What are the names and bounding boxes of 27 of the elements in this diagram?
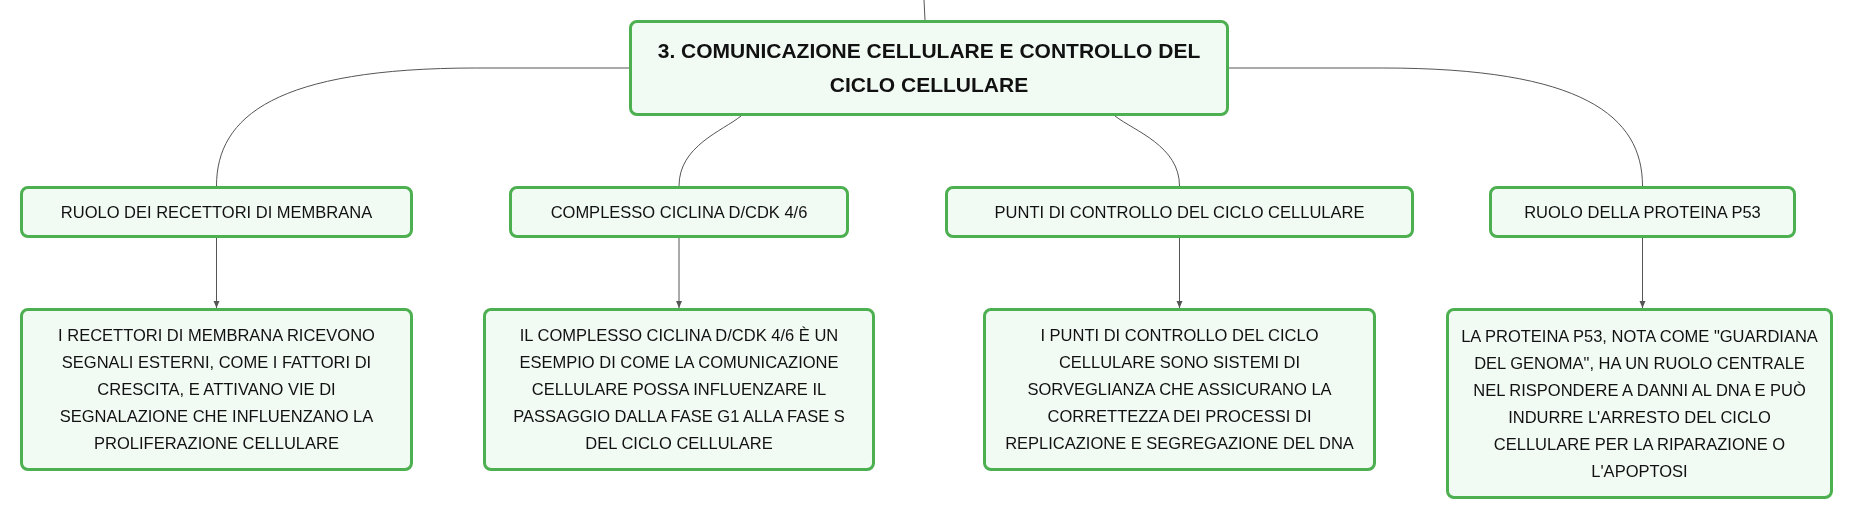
node-text: 3. COMUNICAZIONE CELLULARE E CONTROLLO DEL CICLO CELLULARE bbox=[656, 38, 1202, 98]
node-text: I RECETTORI DI MEMBRANA RICEVONO SEGNALI ESTERNI, COME I FATTORI DI CRESCITA, E ATTIVANO VIE DI SEGNALAZIONE CHE INFLUENZANO LA PROLIFERAZIONE CELLULARE bbox=[57, 325, 376, 454]
connector-line bbox=[923, 0, 926, 21]
topic-box bbox=[629, 20, 1229, 116]
node-text: LA PROTEINA P53, NOTA COME "GUARDIANA DEL GENOMA", HA UN RUOLO CENTRALE NEL RISPONDERE A DANNI AL DNA E PUÒ INDURRE L'ARRESTO DEL CICLO CELLULARE PER LA RIPARAZIONE O L'APOPTOSI bbox=[1461, 325, 1818, 482]
connector-line bbox=[213, 237, 220, 309]
connector-line bbox=[1114, 115, 1180, 187]
subtopic-box bbox=[20, 308, 413, 471]
connector-line bbox=[1176, 237, 1183, 309]
subtopic-box bbox=[1489, 186, 1796, 238]
subtopic-box bbox=[1446, 308, 1833, 499]
subtopic-box bbox=[483, 308, 875, 471]
node-text: PUNTI DI CONTROLLO DEL CICLO CELLULARE bbox=[994, 201, 1365, 223]
connector-line bbox=[1639, 237, 1646, 309]
subtopic-box bbox=[20, 186, 413, 238]
node-text: COMPLESSO CICLINA D/CDK 4/6 bbox=[550, 201, 808, 223]
subtopic-box bbox=[983, 308, 1376, 471]
node-text: RUOLO DELLA PROTEINA P53 bbox=[1524, 201, 1761, 223]
connector-line bbox=[216, 67, 630, 187]
node-text: I PUNTI DI CONTROLLO DEL CICLO CELLULARE SONO SISTEMI DI SORVEGLIANZA CHE ASSICURANO LA CORRETTEZZA DEI PROCESSI DI REPLICAZIONE E SEGREGAZIONE DEL DNA bbox=[1004, 325, 1355, 454]
subtopic-box bbox=[945, 186, 1414, 238]
connector-line bbox=[678, 115, 742, 187]
connector-line bbox=[1228, 67, 1643, 187]
node-text: IL COMPLESSO CICLINA D/CDK 4/6 È UN ESEMPIO DI COME LA COMUNICAZIONE CELLULARE POSSA INFLUENZARE IL PASSAGGIO DALLA FASE G1 ALLA FASE S DEL CICLO CELLULARE bbox=[512, 325, 846, 454]
node-text: RUOLO DEI RECETTORI DI MEMBRANA bbox=[60, 201, 373, 223]
connector-line bbox=[676, 237, 682, 309]
subtopic-box bbox=[509, 186, 849, 238]
